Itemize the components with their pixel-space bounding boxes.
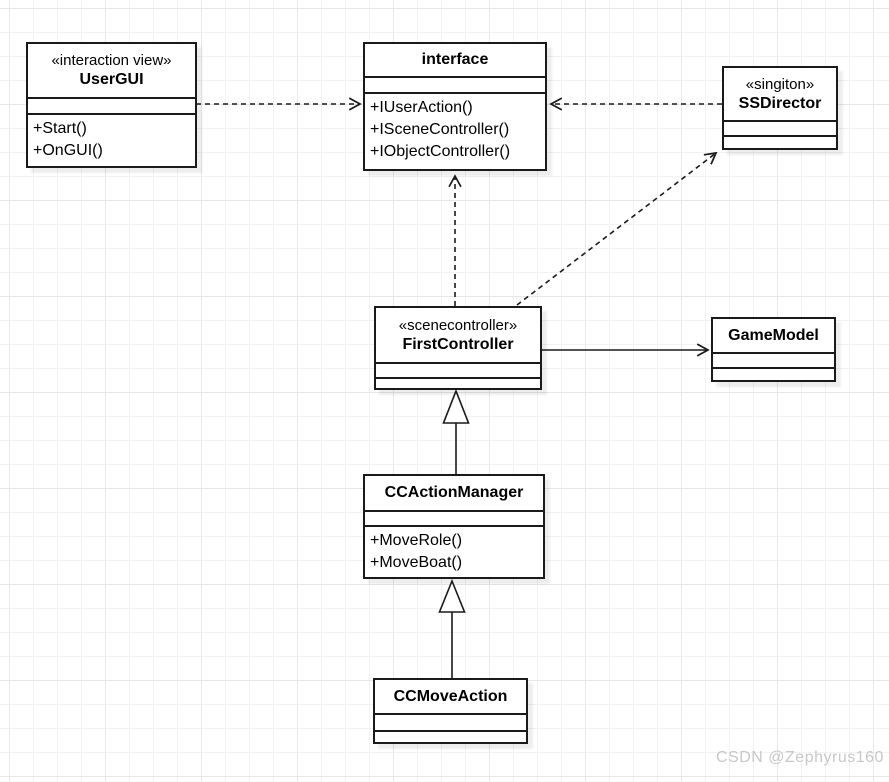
class-attributes-section — [365, 510, 543, 525]
class-name: FirstController — [402, 335, 514, 353]
class-title: «singiton» SSDirector — [724, 68, 836, 120]
class-attributes-section — [28, 97, 195, 113]
csdn-watermark: CSDN @Zephyrus160 — [716, 749, 884, 766]
class-box-ccmoveaction: CCMoveAction — [373, 678, 528, 744]
inheritance-ccactionmanager-firstcontroller — [442, 388, 470, 474]
class-name: GameModel — [728, 326, 819, 344]
class-stereotype: «singiton» — [745, 75, 815, 93]
class-title: CCMoveAction — [375, 680, 526, 713]
class-methods-section: +IUserAction() +ISceneController() +IObj… — [365, 92, 545, 169]
class-box-usergui: «interaction view» UserGUI +Start() +OnG… — [26, 42, 197, 168]
method: +IObjectController() — [370, 143, 511, 160]
inheritance-ccmoveaction-ccactionmanager — [438, 578, 466, 678]
class-name: CCMoveAction — [393, 687, 508, 705]
class-attributes-section — [724, 120, 836, 135]
class-box-gamemodel: GameModel — [711, 317, 836, 382]
class-attributes-section — [375, 713, 526, 730]
class-name: interface — [421, 51, 489, 68]
method: +MoveRole() — [370, 532, 463, 549]
class-name: UserGUI — [79, 71, 144, 88]
class-title: «scenecontroller» FirstController — [376, 308, 540, 362]
method: +IUserAction() — [370, 99, 473, 116]
class-name: SSDirector — [738, 94, 822, 112]
class-attributes-section — [365, 76, 545, 92]
class-methods-section: +Start() +OnGUI() — [28, 113, 195, 166]
class-methods-section — [713, 367, 834, 380]
class-methods-section — [375, 730, 526, 742]
class-stereotype: «interaction view» — [51, 52, 172, 69]
class-attributes-section — [713, 352, 834, 367]
class-box-firstcontroller: «scenecontroller» FirstController — [374, 306, 542, 390]
class-stereotype: «scenecontroller» — [398, 316, 518, 334]
class-attributes-section — [376, 362, 540, 377]
class-box-interface: interface +IUserAction() +ISceneControll… — [363, 42, 547, 171]
class-methods-section: +MoveRole() +MoveBoat() — [365, 525, 543, 577]
hollow-triangle-icon — [438, 578, 466, 613]
method: +Start() — [33, 120, 87, 137]
class-box-ssdirector: «singiton» SSDirector — [722, 66, 838, 150]
class-title: interface — [365, 44, 545, 76]
class-title: CCActionManager — [365, 476, 543, 510]
class-name: CCActionManager — [384, 484, 524, 501]
class-box-ccactionmanager: CCActionManager +MoveRole() +MoveBoat() — [363, 474, 545, 579]
class-methods-section — [376, 377, 540, 388]
method: +OnGUI() — [33, 142, 103, 159]
class-methods-section — [724, 135, 836, 148]
method: +ISceneController() — [370, 121, 510, 138]
dependency-firstcontroller-ssdirector — [516, 151, 718, 306]
hollow-triangle-icon — [442, 388, 470, 424]
class-title: GameModel — [713, 319, 834, 352]
class-title: «interaction view» UserGUI — [28, 44, 195, 97]
method: +MoveBoat() — [370, 554, 463, 571]
